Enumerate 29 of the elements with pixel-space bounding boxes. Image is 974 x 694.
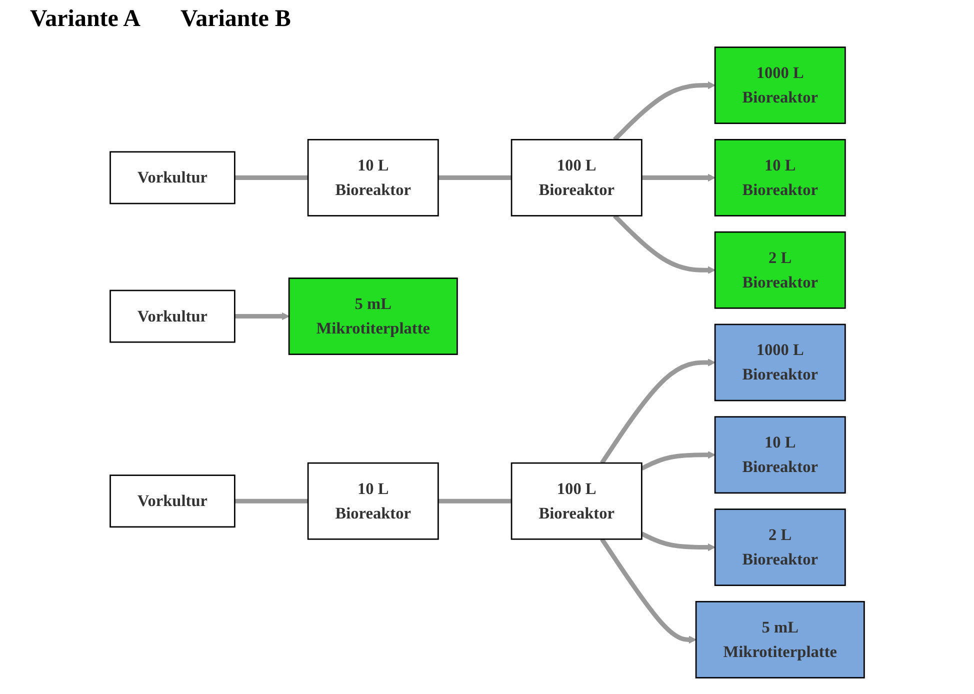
node-box: 1000 L Bioreaktor <box>714 324 846 402</box>
connector <box>438 498 512 504</box>
connector <box>234 498 308 504</box>
arrow <box>600 358 716 464</box>
connector <box>438 175 512 180</box>
arrow <box>600 538 696 644</box>
node-box: 1000 L Bioreaktor <box>714 46 846 124</box>
section-heading: Variante A <box>30 6 140 34</box>
node-box: 10 L Bioreaktor <box>714 416 846 494</box>
node-box: 100 L Bioreaktor <box>510 462 642 540</box>
node-box: Vorkultur <box>109 151 236 204</box>
connector <box>234 175 308 180</box>
node-box: 2 L Bioreaktor <box>714 231 846 309</box>
node-box: 10 L Bioreaktor <box>307 138 439 216</box>
arrow <box>612 81 716 142</box>
arrow <box>612 214 716 274</box>
arrow <box>640 450 716 471</box>
node-box: 10 L Bioreaktor <box>714 138 846 216</box>
node-box: Vorkultur <box>109 290 236 343</box>
arrow <box>234 312 290 320</box>
node-box: 10 L Bioreaktor <box>307 462 439 540</box>
node-box: Vorkultur <box>109 474 236 528</box>
node-box: 5 mL Mikrotiterplatte <box>695 600 865 678</box>
node-box: 2 L Bioreaktor <box>714 508 846 586</box>
node-box: 5 mL Mikrotiterplatte <box>288 278 458 356</box>
node-box: 100 L Bioreaktor <box>510 138 642 216</box>
section-heading: Variante B <box>180 6 291 34</box>
arrow <box>641 174 716 182</box>
arrow <box>640 532 716 552</box>
